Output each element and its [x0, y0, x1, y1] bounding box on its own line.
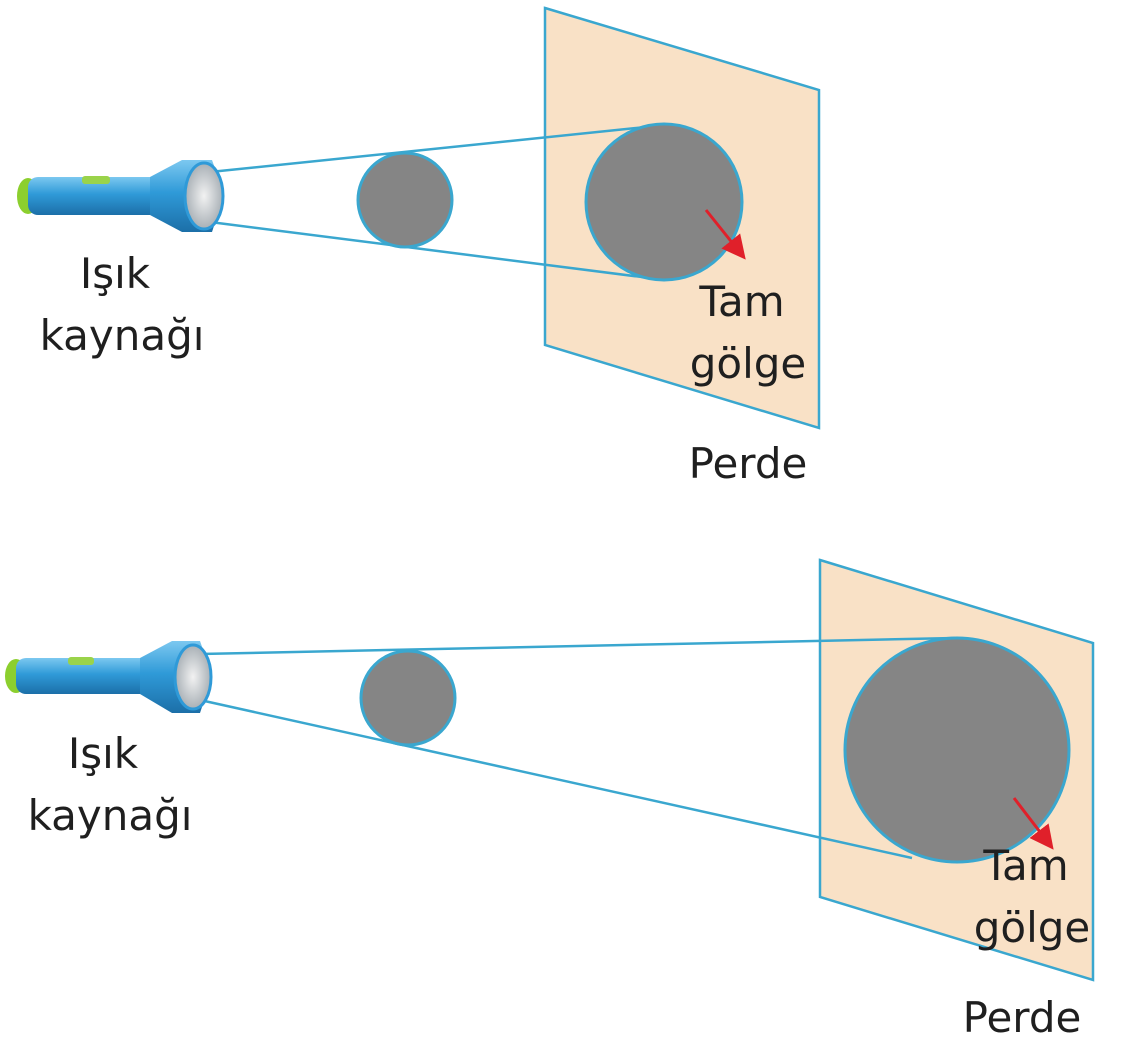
light-ray-upper — [199, 636, 956, 656]
light-source-label-line2: kaynağı — [40, 311, 205, 360]
shadow-arrow — [704, 209, 746, 260]
panel-1: Işık kaynağı Tam gölge Perde — [17, 6, 821, 488]
light-ray-lower — [209, 220, 666, 282]
light-source-label-line2: kaynağı — [28, 791, 193, 840]
opaque-object — [356, 151, 454, 249]
screen-label: Perde — [689, 439, 808, 488]
light-ray-lower — [199, 698, 913, 860]
full-shadow-label-line2: gölge — [974, 903, 1091, 952]
light-source-label-line1: Işık — [80, 249, 151, 298]
light-ray-upper — [209, 123, 666, 174]
light-source-label-line1: Işık — [68, 729, 139, 778]
full-shadow — [843, 636, 1071, 864]
full-shadow — [584, 122, 744, 282]
shadow-arrow — [1012, 797, 1054, 850]
flashlight-icon — [17, 160, 225, 232]
full-shadow-label-line2: gölge — [690, 339, 807, 388]
panel-2: Işık kaynağı Tam gölge Perde — [5, 558, 1095, 1040]
screen-label: Perde — [963, 993, 1082, 1040]
full-shadow-label-line1: Tam — [698, 277, 784, 326]
flashlight-icon — [5, 641, 213, 713]
opaque-object — [359, 649, 457, 747]
full-shadow-label-line1: Tam — [982, 841, 1068, 890]
